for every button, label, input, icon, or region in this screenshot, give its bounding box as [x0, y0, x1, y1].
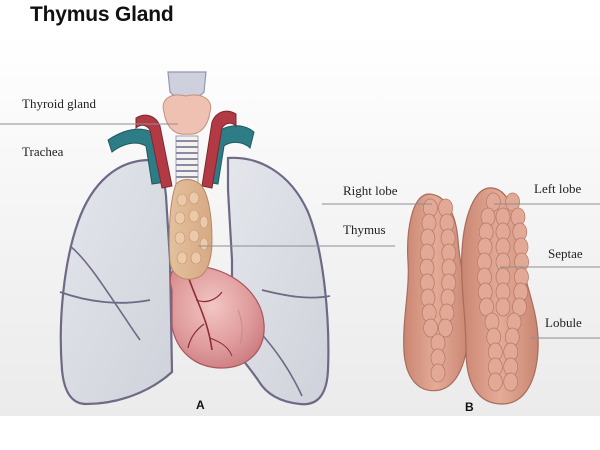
panel-label-a: A: [196, 398, 205, 412]
label-septae: Septae: [548, 246, 583, 261]
lobule-bump: [503, 372, 519, 392]
label-lobule: Lobule: [545, 315, 582, 330]
chest-figure: [59, 71, 331, 406]
label-thyroid-gland: Thyroid gland: [22, 96, 97, 111]
thymus-lobules: [419, 192, 529, 392]
lobule-bump: [423, 318, 438, 338]
enlarged-thymus: [403, 187, 539, 405]
leader-lines: [0, 123, 600, 339]
right-lung: [59, 158, 174, 406]
vessel-left-red: [135, 114, 173, 189]
vessel-right-red: [201, 110, 237, 189]
trachea: [175, 135, 199, 189]
thyroid-gland: [162, 94, 212, 135]
label-thymus: Thymus: [343, 222, 386, 237]
left-lung: [226, 156, 330, 406]
thymus-small-lobules: [174, 191, 209, 265]
panel-label-b: B: [465, 400, 474, 414]
lobule-bump: [430, 363, 446, 383]
page-title: Thymus Gland: [30, 3, 174, 26]
lobule-bump: [438, 318, 453, 338]
larynx: [167, 71, 207, 99]
label-trachea: Trachea: [22, 144, 64, 159]
label-left-lobe: Left lobe: [534, 181, 582, 196]
vessel-left-teal: [107, 128, 167, 185]
lobule-bump: [487, 372, 503, 392]
label-right-lobe: Right lobe: [343, 183, 398, 198]
lobule-bump: [495, 297, 511, 317]
